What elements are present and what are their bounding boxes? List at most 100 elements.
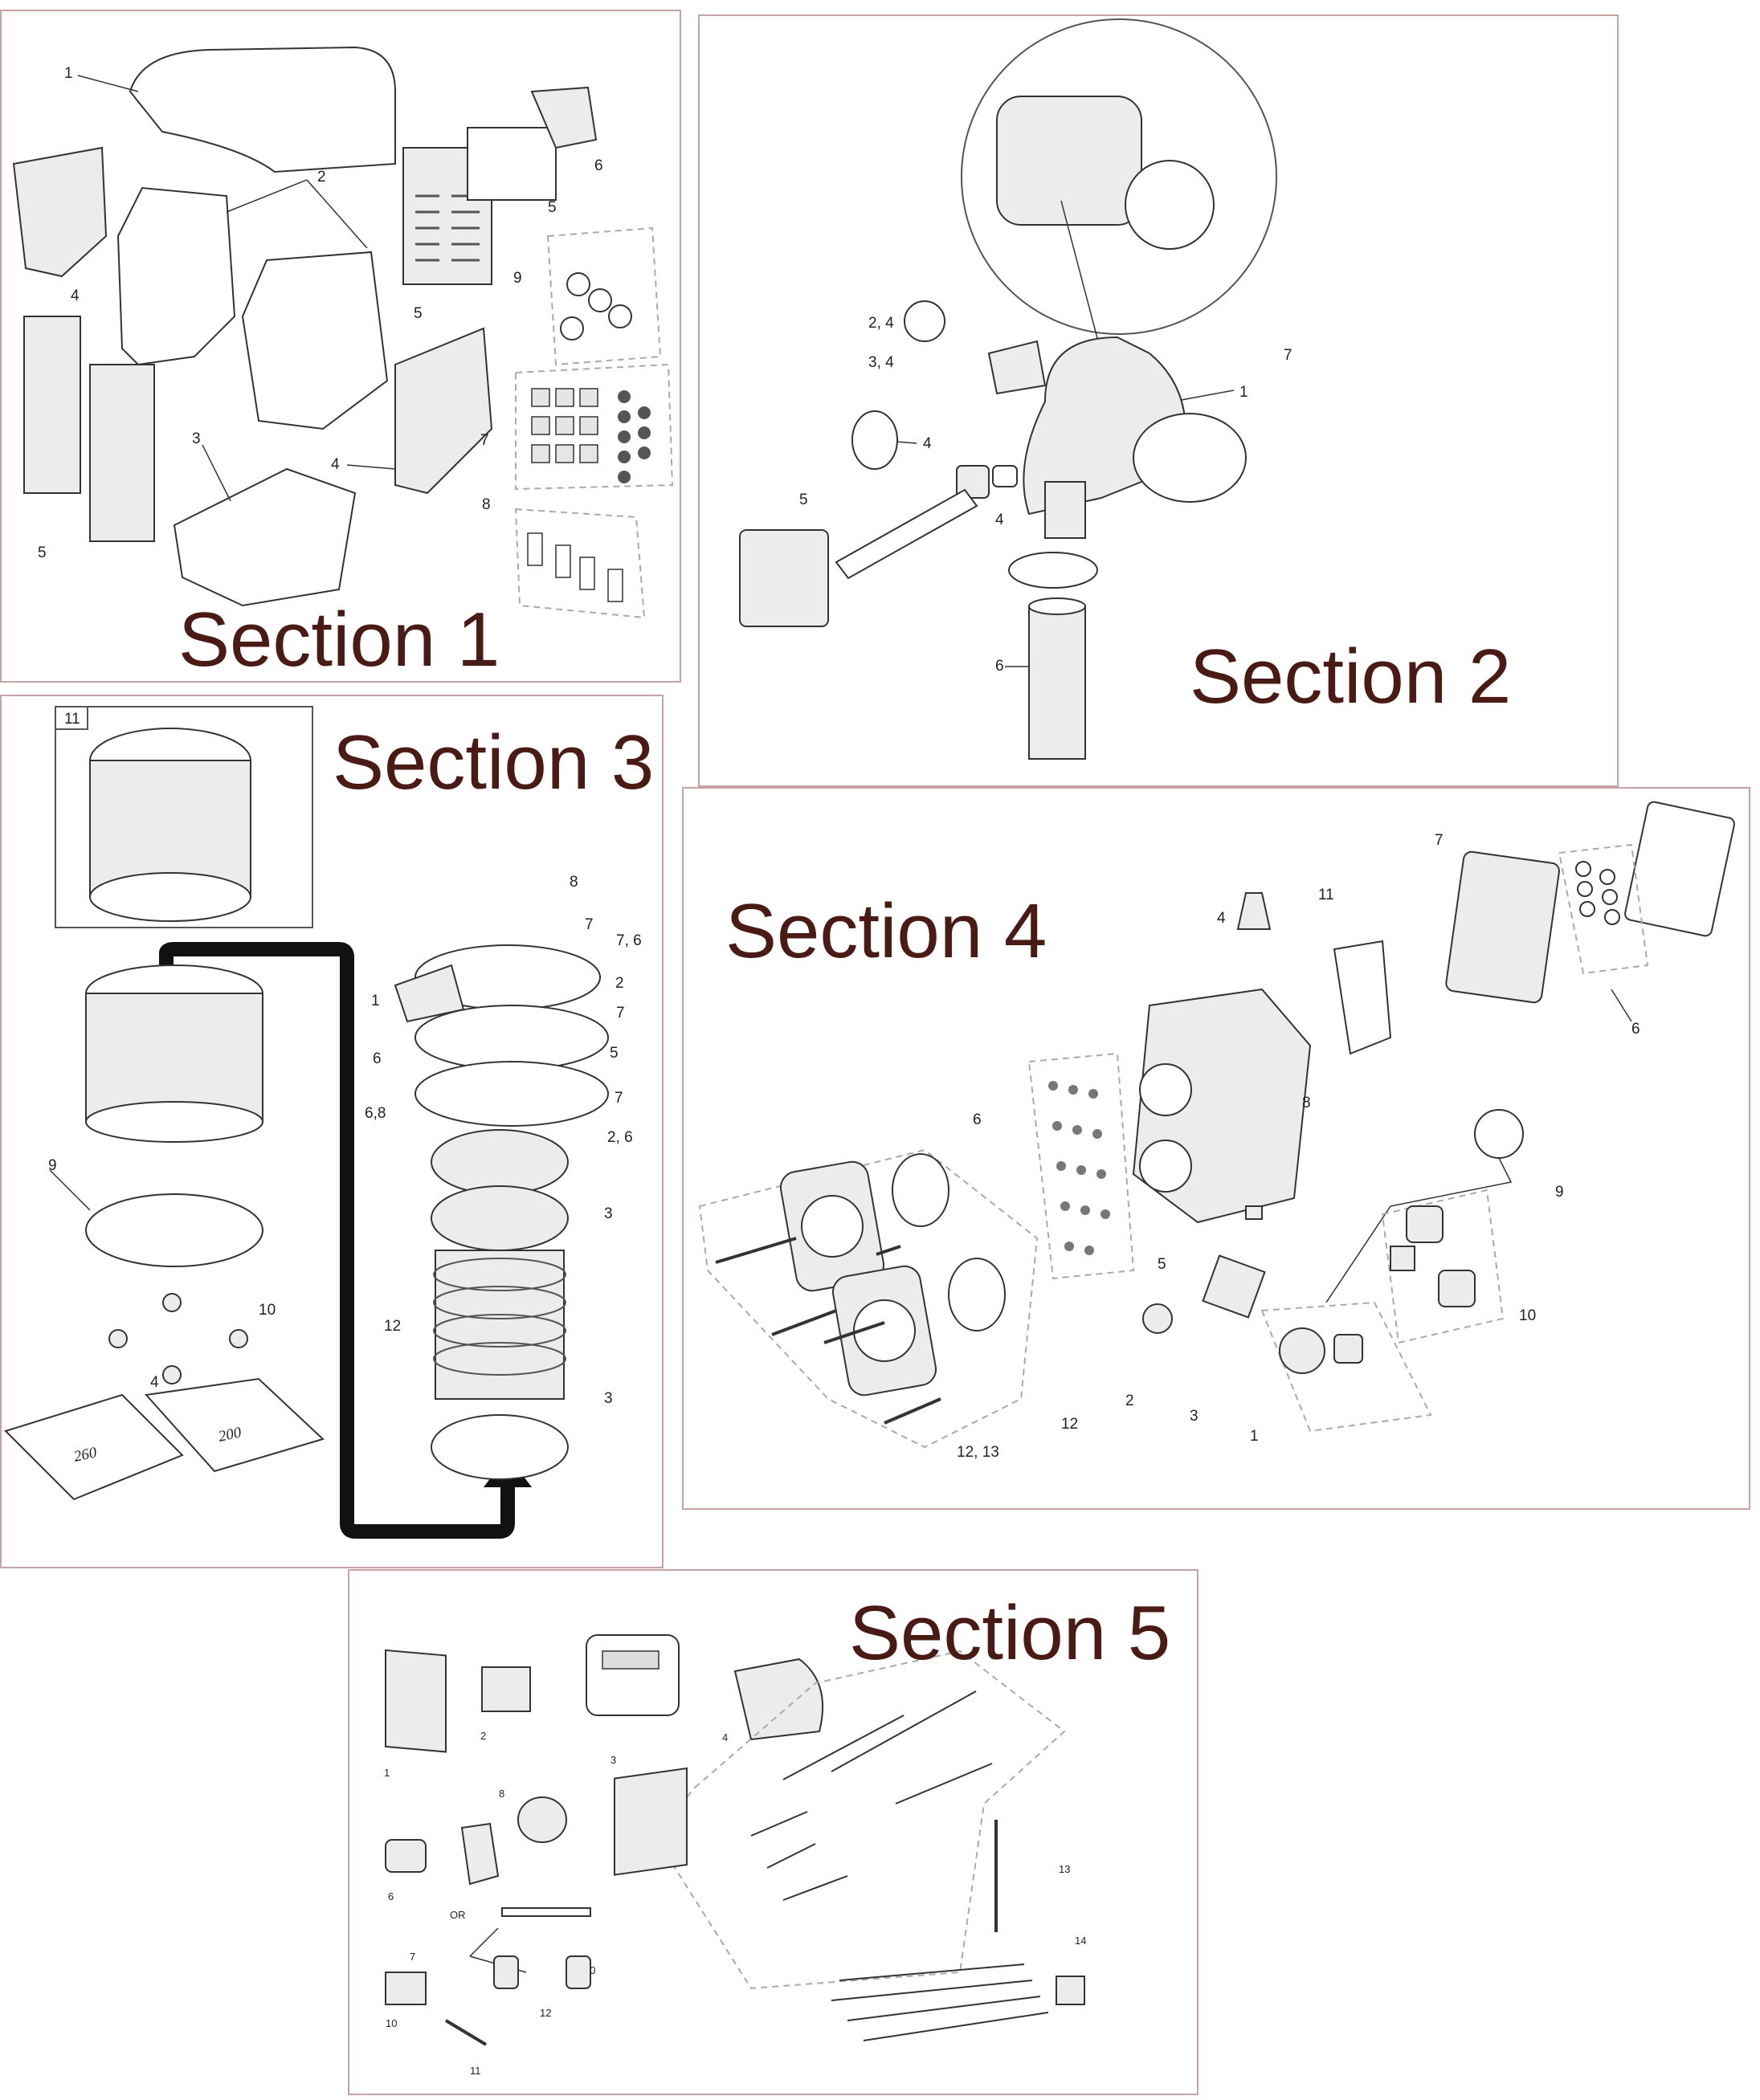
label-5: 5 bbox=[799, 491, 808, 508]
label-9: 9 bbox=[513, 270, 522, 287]
transformer bbox=[481, 1666, 531, 1712]
side-panel-lower-right bbox=[89, 364, 155, 542]
side-panel-left bbox=[12, 146, 108, 278]
section-3-title: Section 3 bbox=[333, 720, 655, 805]
label-4a: 4 bbox=[923, 435, 932, 452]
gasket-ring bbox=[414, 1061, 609, 1127]
label-8: 8 bbox=[1302, 1095, 1311, 1111]
label-10: 10 bbox=[259, 1302, 276, 1319]
motor-cap bbox=[1125, 160, 1215, 250]
section-1-title: Section 1 bbox=[178, 597, 500, 683]
group-8 bbox=[514, 508, 646, 619]
coupling bbox=[948, 1258, 1006, 1331]
label-3: 3 bbox=[610, 1754, 616, 1766]
label-4: 4 bbox=[1217, 910, 1226, 927]
section-3-panel: 11 9 10 260 200 4 bbox=[0, 695, 664, 1568]
temp-sensor bbox=[566, 1955, 591, 1989]
label-12: 12 bbox=[384, 1318, 401, 1335]
inlet-grille bbox=[904, 300, 945, 342]
foot bbox=[162, 1365, 182, 1384]
grommet bbox=[608, 304, 632, 328]
gasket bbox=[1008, 552, 1098, 589]
label-8: 8 bbox=[482, 496, 491, 513]
section-1-diagram: 1 4 2 5 5 6 5 3 4 bbox=[12, 46, 674, 619]
inlet-adapter bbox=[987, 340, 1047, 395]
label-1: 1 bbox=[371, 993, 380, 1009]
label-13: 13 bbox=[1059, 1863, 1070, 1875]
section-5-title: Section 5 bbox=[849, 1590, 1171, 1676]
side-panel-lower-left bbox=[23, 316, 81, 494]
label-3a: 3 bbox=[604, 1205, 613, 1222]
label-12: 12 bbox=[540, 2007, 551, 2019]
label-1: 1 bbox=[1250, 1428, 1259, 1445]
label-1: 1 bbox=[64, 65, 73, 82]
base-tray bbox=[173, 467, 357, 607]
interface-board bbox=[614, 1767, 688, 1876]
pressure-switch bbox=[385, 1839, 427, 1873]
connector bbox=[1056, 1976, 1085, 2005]
baffle bbox=[431, 1129, 569, 1195]
cover-plate bbox=[1202, 1254, 1266, 1319]
nuts-column bbox=[618, 390, 651, 483]
gas-pipe bbox=[835, 488, 978, 580]
grommet bbox=[588, 288, 612, 312]
group-6-right bbox=[1558, 843, 1649, 975]
label-4b: 4 bbox=[995, 512, 1004, 528]
label-3-4: 3, 4 bbox=[868, 354, 894, 371]
section-2-title: Section 2 bbox=[1190, 634, 1512, 720]
label-7: 7 bbox=[480, 432, 489, 449]
label-5: 5 bbox=[1158, 1256, 1166, 1273]
baffle bbox=[431, 1185, 569, 1251]
pressure-switch bbox=[1474, 1109, 1524, 1159]
louvres bbox=[415, 194, 480, 262]
group-12 bbox=[698, 1148, 1039, 1449]
group-9 bbox=[546, 226, 662, 366]
label-3: 3 bbox=[192, 430, 201, 447]
sensor-rod bbox=[501, 1907, 591, 1917]
label-5a: 5 bbox=[548, 199, 557, 216]
section-2-diagram: 7 1 2, 4 3, 4 4 4 5 6 bbox=[739, 18, 1292, 760]
base-plate bbox=[85, 1193, 263, 1267]
drain-fitting bbox=[1245, 1205, 1263, 1220]
combustion-tube bbox=[1028, 606, 1086, 760]
group-10 bbox=[1381, 1189, 1505, 1344]
foot bbox=[229, 1329, 248, 1348]
label-7: 7 bbox=[410, 1951, 415, 1963]
burner-inlet bbox=[394, 964, 465, 1023]
foot bbox=[162, 1293, 182, 1312]
grommet bbox=[560, 316, 584, 340]
label-1: 1 bbox=[384, 1767, 390, 1779]
side-panel-right bbox=[394, 327, 493, 495]
temp-sensor bbox=[493, 1955, 519, 1989]
label-9: 9 bbox=[1555, 1184, 1564, 1201]
air-switch bbox=[517, 1796, 567, 1843]
label-11: 11 bbox=[1318, 887, 1334, 903]
nipple bbox=[992, 465, 1018, 487]
motor-body bbox=[996, 96, 1142, 226]
section-4-title: Section 4 bbox=[725, 888, 1047, 974]
group-5 bbox=[653, 1649, 1066, 1990]
gas-valve bbox=[739, 529, 829, 627]
label-11: 11 bbox=[470, 2065, 481, 2077]
section-5-panel: 1 2 3 4 5* 6 7 OR 8 10 10 bbox=[348, 1569, 1199, 2095]
coil bbox=[435, 1250, 565, 1400]
label-10: 10 bbox=[386, 2017, 397, 2029]
label-2-4: 2, 4 bbox=[868, 315, 894, 332]
frame-right bbox=[241, 251, 389, 430]
label-2: 2 bbox=[1125, 1393, 1134, 1409]
section-2-panel: 7 1 2, 4 3, 4 4 4 5 6 Section 2 bbox=[698, 14, 1619, 787]
relief-valve bbox=[1236, 892, 1272, 930]
label-7a: 7 bbox=[585, 916, 594, 933]
label-5: 5 bbox=[610, 1045, 619, 1062]
label-2: 2 bbox=[317, 169, 326, 186]
bypass-bracket bbox=[1333, 940, 1392, 1055]
label-7: 7 bbox=[1284, 347, 1292, 364]
label-12: 12 bbox=[1061, 1416, 1078, 1433]
label-9: 9 bbox=[48, 1157, 57, 1174]
display-panel bbox=[586, 1634, 680, 1716]
control-board bbox=[385, 1649, 447, 1753]
label-10: 10 bbox=[1519, 1307, 1536, 1324]
label-3: 3 bbox=[1190, 1408, 1199, 1425]
label-8: 8 bbox=[570, 874, 578, 891]
thermostat bbox=[1142, 1303, 1173, 1334]
